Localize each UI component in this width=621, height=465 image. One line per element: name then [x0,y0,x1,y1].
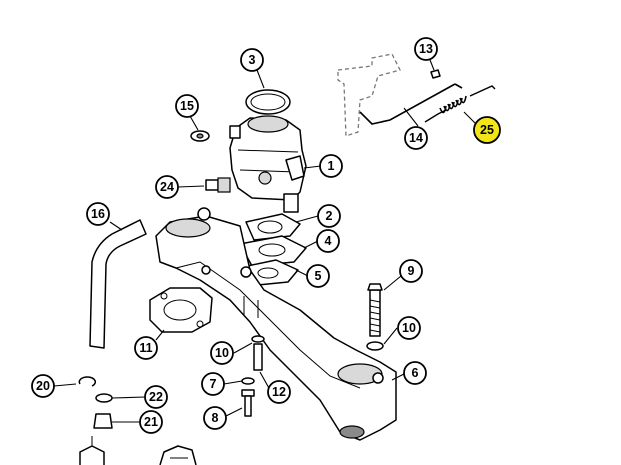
svg-text:6: 6 [412,366,419,380]
svg-text:8: 8 [212,411,219,425]
callout-5: 5 [306,264,330,288]
callout-1: 1 [319,154,343,178]
svg-text:24: 24 [160,180,174,194]
svg-text:15: 15 [180,99,194,113]
callout-12: 12 [267,380,291,404]
partial-part-bottom-left [79,436,105,465]
callout-24: 24 [155,175,179,199]
plug-21 [93,413,113,429]
rod-clip [430,69,441,79]
washer-10-left [251,335,265,343]
svg-text:10: 10 [402,321,416,335]
svg-text:7: 7 [210,377,217,391]
callout-7: 7 [201,372,225,396]
svg-text:3: 3 [249,53,256,67]
callout-11: 11 [134,336,158,360]
callout-15: 15 [175,94,199,118]
throttle-rod [359,83,463,125]
carburetor-top-gasket [245,89,291,115]
washer-10-right [366,341,384,351]
callout-25-highlighted: 25 [473,116,501,144]
spacer-gasket [245,213,301,241]
return-spring [424,85,496,123]
svg-text:2: 2 [326,209,333,223]
callout-8: 8 [203,406,227,430]
carburetor [229,115,307,213]
callout-13: 13 [414,37,438,61]
callout-2: 2 [317,204,341,228]
svg-text:21: 21 [144,415,158,429]
svg-text:25: 25 [480,123,494,137]
insulator [239,235,307,267]
intake-manifold [155,207,397,441]
callout-10-right: 10 [397,316,421,340]
svg-text:14: 14 [409,131,423,145]
svg-text:5: 5 [315,269,322,283]
ghost-linkage-bracket [337,53,401,137]
svg-text:22: 22 [149,390,163,404]
svg-text:20: 20 [36,379,50,393]
callout-4: 4 [316,229,340,253]
callout-16: 16 [86,202,110,226]
bolt-8 [241,389,255,417]
svg-text:11: 11 [139,341,152,355]
leader-lines [53,59,477,423]
hose [89,219,147,349]
washer-7 [241,377,255,385]
svg-text:16: 16 [91,207,105,221]
callout-21: 21 [139,410,163,434]
callout-6: 6 [403,361,427,385]
o-ring-22 [95,393,113,403]
callout-22: 22 [144,385,168,409]
svg-text:13: 13 [419,42,433,56]
svg-text:4: 4 [325,234,332,248]
svg-text:12: 12 [272,385,286,399]
inlet-fitting [205,177,231,193]
partial-part-bottom-center [159,445,197,465]
callout-14: 14 [404,126,428,150]
snap-ring-20 [78,376,97,387]
flange-gasket [149,287,213,333]
callout-10-left: 10 [210,341,234,365]
callout-3: 3 [240,48,264,72]
svg-text:9: 9 [408,264,415,278]
svg-text:1: 1 [328,159,335,173]
callout-20: 20 [31,374,55,398]
washer-15 [190,130,210,142]
callout-9: 9 [399,259,423,283]
stud-9 [367,283,383,337]
svg-text:10: 10 [215,346,229,360]
stud-12 [253,343,263,371]
